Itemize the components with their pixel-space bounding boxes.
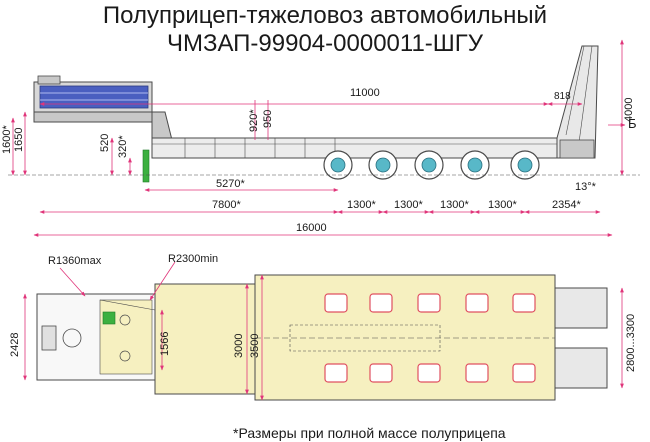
dim-kingpin-offset: 1566 (159, 332, 171, 356)
tire-group (324, 363, 348, 383)
main-deck (151, 137, 558, 159)
plan-tires (324, 293, 536, 383)
dim-radius-min: R2300min (168, 253, 218, 265)
dim-axle-spacing-3: 1300* (440, 199, 469, 211)
plan-tank-end (41, 325, 57, 351)
dim-kingpin-to-rear: 7800* (212, 199, 241, 211)
dim-rear-overhang: 2354* (552, 199, 581, 211)
gooseneck-cap (37, 75, 61, 85)
tire-group (465, 363, 489, 383)
dim-neck-height-1: 920* (248, 109, 260, 132)
gooseneck-frame (33, 111, 153, 123)
plan-ramp-right (554, 347, 608, 389)
footnote: *Размеры при полной массе полуприцепа (233, 425, 506, 441)
plan-kingpin-circle-left (119, 314, 131, 326)
equipment-tank (39, 85, 149, 109)
support-leg (142, 149, 150, 183)
plan-view: R1360max R2300min 2428 1566 3000 3500 28… (9, 253, 637, 401)
dim-front-width: 2428 (9, 333, 21, 357)
wheel-hub (375, 157, 391, 173)
dim-axle-spacing-1: 1300* (347, 199, 376, 211)
tire-group (465, 293, 489, 313)
dim-deck-height: 520 (99, 134, 111, 152)
plan-dimension-lines (23, 261, 624, 401)
wheel-hub (467, 157, 483, 173)
plan-center-beam (289, 324, 441, 352)
tire-group (512, 363, 536, 383)
dim-neck-height-2: 950 (262, 110, 274, 128)
plan-neck (154, 283, 256, 395)
neck-transition (151, 111, 173, 141)
dim-kingpin-height-2: 1650 (13, 128, 25, 152)
tire-group (324, 293, 348, 313)
side-view: 11000 818 4000 920* 950 1600* 1650 520 3… (1, 39, 640, 237)
plan-fifth-wheel (62, 328, 82, 348)
rear-bumper (559, 139, 595, 159)
tire-group (369, 293, 393, 313)
plan-turning-radius-line (99, 299, 156, 311)
plan-ramp-left (554, 287, 608, 329)
dim-overall-length: 16000 (296, 222, 327, 234)
wheel-hub (421, 157, 437, 173)
dim-kingpin-height-1: 1600* (1, 125, 13, 154)
wheel-hub (517, 157, 533, 173)
dim-deck-width: 3000 (233, 334, 245, 358)
side-dimension-lines (11, 39, 626, 237)
dim-axle-spacing-4: 1300* (488, 199, 517, 211)
drawing-title-line1: Полуприцеп-тяжеловоз автомобильный (102, 2, 548, 29)
dim-deck-height-2: 320* (117, 135, 129, 158)
plan-main-deck (254, 274, 556, 401)
section-label: Б (628, 116, 637, 131)
dim-ramp-width: 2800...3300 (625, 314, 637, 372)
dim-axle-spacing-2: 1300* (394, 199, 423, 211)
dim-radius-max: R1360max (48, 255, 102, 267)
tire-group (417, 293, 441, 313)
dim-departure-angle: 13°* (575, 181, 597, 193)
plan-support-foot (102, 311, 116, 325)
plan-kingpin-circle-right (119, 350, 131, 362)
dim-outer-width: 3500 (249, 334, 261, 358)
dim-kingpin-to-axle: 5270* (216, 178, 245, 190)
deck-cross-members (184, 138, 336, 158)
dim-total-height: 4000 (623, 98, 635, 122)
wheel-hub (330, 157, 346, 173)
tire-group (512, 293, 536, 313)
dim-ramp-length: 818 (554, 91, 571, 102)
tire-group (417, 363, 441, 383)
plan-kingpin-plate (99, 299, 153, 375)
tire-group (369, 363, 393, 383)
drawing-title-line2: ЧМЗАП-99904-0000011-ШГУ (166, 30, 484, 57)
side-wheels (323, 150, 540, 180)
dim-deck-length: 11000 (350, 87, 380, 99)
